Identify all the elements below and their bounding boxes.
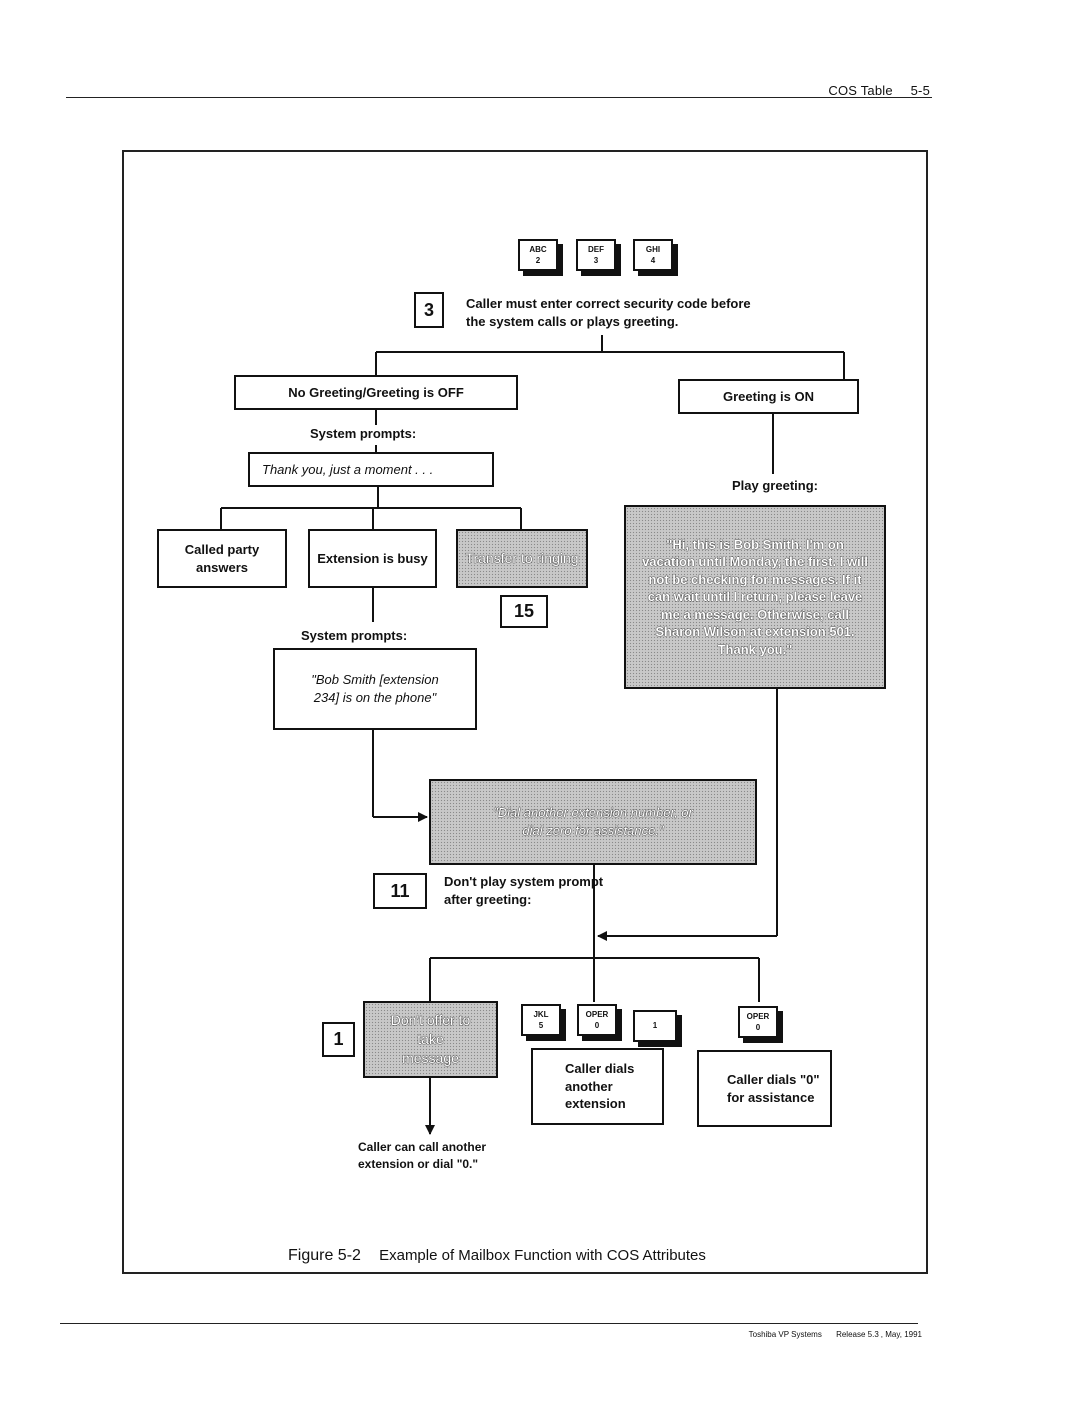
figure-caption: Figure 5-2 Example of Mailbox Function w… <box>288 1247 706 1265</box>
security-text: Caller must enter correct security code … <box>466 296 751 330</box>
footer-rule <box>60 1323 918 1324</box>
caller-dials-zero-box: Caller dials "0" for assistance <box>697 1050 832 1127</box>
caller-dials-extension-box: Caller dials another extension <box>531 1048 664 1125</box>
key-1: 1 <box>633 1010 677 1042</box>
attribute-15-badge: 15 <box>500 595 548 628</box>
on-phone-box: "Bob Smith [extension 234] is on the pho… <box>273 648 477 730</box>
key-oper-0: OPER 0 <box>577 1004 617 1036</box>
key-def-3: DEF 3 <box>576 239 616 271</box>
footer-release: Release 5.3 <box>836 1330 879 1339</box>
greeting-off-box: No Greeting/Greeting is OFF <box>234 375 518 410</box>
figure-frame <box>122 150 928 1274</box>
footer-company: Toshiba VP Systems <box>748 1330 822 1339</box>
page-footer: Toshiba VP Systems Release 5.3, May, 199… <box>737 1330 922 1339</box>
dont-offer-box: Don't offer to take message <box>363 1001 498 1078</box>
figure-label: Figure 5-2 <box>288 1247 361 1264</box>
extension-busy-box: Extension is busy <box>308 529 437 588</box>
greeting-message-box: "Hi, this is Bob Smith. I'm on vacation … <box>624 505 886 689</box>
transfer-ringing-box: Transfer to ringing <box>456 529 588 588</box>
section-title: COS Table <box>828 83 893 98</box>
attribute-3-badge: 3 <box>414 292 444 328</box>
key-oper-0-alt: OPER 0 <box>738 1006 778 1038</box>
greeting-on-box: Greeting is ON <box>678 379 859 414</box>
footer-date: , May, 1991 <box>880 1330 922 1339</box>
key-ghi-4: GHI 4 <box>633 239 673 271</box>
attribute-11-badge: 11 <box>373 873 427 909</box>
figure-title: Example of Mailbox Function with COS Att… <box>379 1247 706 1264</box>
play-greeting-label: Play greeting: <box>732 478 818 493</box>
page-header: COS Table 5-5 <box>814 83 930 98</box>
called-party-box: Called party answers <box>157 529 287 588</box>
thank-you-box: Thank you, just a moment . . . <box>248 452 494 487</box>
caller-can-text: Caller can call another extension or dia… <box>358 1140 487 1171</box>
key-abc-2: ABC 2 <box>518 239 558 271</box>
dial-another-box: "Dial another extension number, or dial … <box>429 779 757 865</box>
key-jkl-5: JKL 5 <box>521 1004 561 1036</box>
system-prompts-label-2: System prompts: <box>301 628 408 643</box>
attribute-1-badge: 1 <box>322 1022 355 1057</box>
header-rule <box>66 97 932 98</box>
system-prompts-label-1: System prompts: <box>310 426 417 441</box>
page-number: 5-5 <box>910 83 930 98</box>
dont-play-text: Don't play system prompt after greeting: <box>444 874 604 908</box>
